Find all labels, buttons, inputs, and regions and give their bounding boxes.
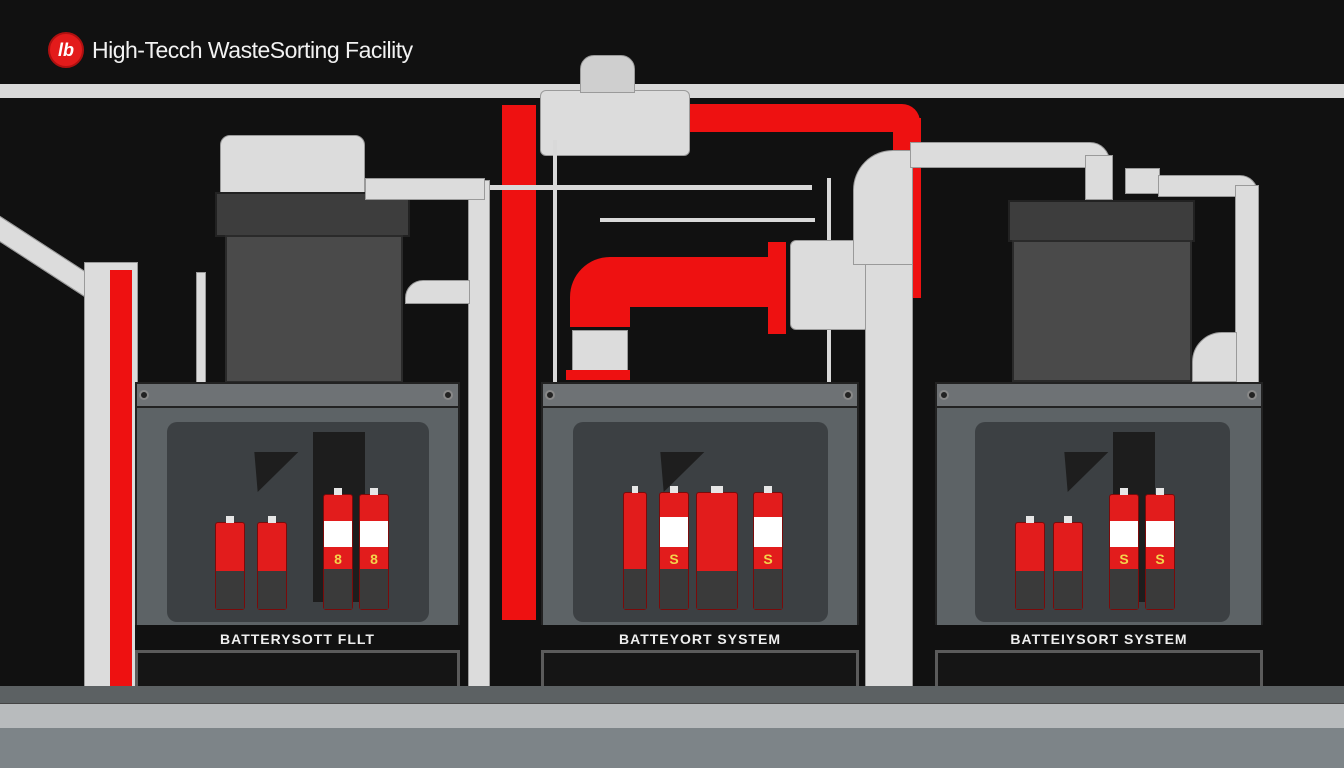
header: lb High-Tecch WasteSorting Facility xyxy=(48,30,413,70)
top-motor-head xyxy=(580,55,635,93)
top-motor xyxy=(540,90,690,156)
left-thin-pipe xyxy=(196,272,206,384)
far-right-elbow xyxy=(1192,332,1237,382)
battery-icon: S xyxy=(753,486,783,610)
brand-logo-icon: lb xyxy=(48,32,84,68)
red-flange xyxy=(768,242,786,334)
left-top-pipe xyxy=(365,178,485,200)
left-tank xyxy=(225,235,403,383)
unit-label: BATTERYSOTT FLLT xyxy=(135,625,460,653)
sorting-unit-3: S S BATTEIYSORT SYSTEM xyxy=(935,382,1263,694)
battery-icon xyxy=(1053,516,1083,610)
unit-label: BATTEYORT SYSTEM xyxy=(541,625,859,653)
red-horizontal-pipe xyxy=(625,257,770,307)
unit-base xyxy=(135,650,460,692)
floor-rail xyxy=(0,703,1344,730)
screw-icon xyxy=(443,390,453,400)
right-tank-lid xyxy=(1008,200,1195,242)
battery-icon xyxy=(696,486,738,610)
unit-top-panel xyxy=(135,382,460,408)
battery-icon: 8 xyxy=(323,488,353,610)
far-right-vertical-pipe xyxy=(1235,185,1259,385)
red-pipe-support xyxy=(572,330,628,372)
connector-rod-upper xyxy=(490,185,812,190)
battery-icon xyxy=(1015,516,1045,610)
screw-icon xyxy=(843,390,853,400)
screw-icon xyxy=(939,390,949,400)
battery-icon xyxy=(623,486,647,610)
floor xyxy=(0,728,1344,768)
battery-icon: S xyxy=(1109,488,1139,610)
left-elbow-pipe xyxy=(405,280,470,304)
connector-rod-vertical xyxy=(553,140,557,385)
sorting-unit-2: S S BATTEYORT SYSTEM xyxy=(541,382,859,694)
battery-icon: S xyxy=(1145,488,1175,610)
battery-icon xyxy=(257,516,287,610)
screw-icon xyxy=(545,390,555,400)
center-right-elbow xyxy=(853,150,913,265)
screw-icon xyxy=(1247,390,1257,400)
unit-top-panel xyxy=(541,382,859,408)
right-top-pipe xyxy=(910,142,1110,168)
unit-label: BATTEIYSORT SYSTEM xyxy=(935,625,1263,653)
lightning-bolt-icon xyxy=(235,452,299,492)
right-tank xyxy=(1012,240,1192,382)
lightning-bolt-icon xyxy=(1045,452,1109,492)
left-red-pipe xyxy=(110,270,132,700)
floor-shadow xyxy=(0,686,1344,704)
unit-top-panel xyxy=(935,382,1263,408)
central-red-vertical-pipe xyxy=(502,105,536,620)
left-vertical-pipe xyxy=(468,180,490,700)
sorting-unit-1: 8 8 BATTERYSOTT FLLT xyxy=(135,382,460,694)
red-pipe-base xyxy=(566,370,630,380)
connector-rod-lower xyxy=(600,218,815,222)
red-elbow-pipe xyxy=(570,257,630,327)
central-red-top-pipe xyxy=(688,104,920,132)
battery-icon xyxy=(215,516,245,610)
right-top-pipe-drop xyxy=(1085,155,1113,200)
right-control-box xyxy=(1125,168,1160,194)
battery-icon: 8 xyxy=(359,488,389,610)
battery-icon: S xyxy=(659,486,689,610)
page-title: High-Tecch WasteSorting Facility xyxy=(92,36,413,63)
center-right-vertical-pipe xyxy=(865,260,913,700)
unit-base xyxy=(935,650,1263,692)
left-tank-top-cover xyxy=(220,135,365,193)
screw-icon xyxy=(139,390,149,400)
